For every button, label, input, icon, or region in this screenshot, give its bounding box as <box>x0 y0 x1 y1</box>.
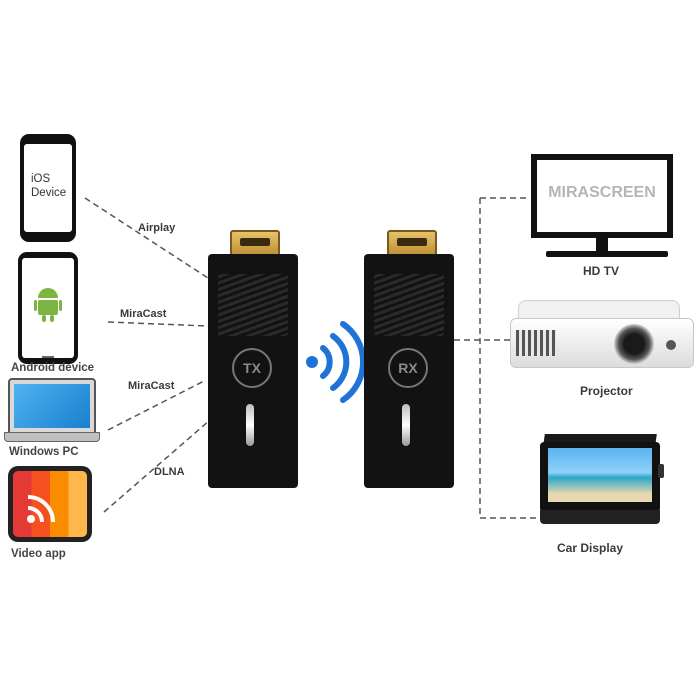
tx-dongle: TX <box>208 254 298 488</box>
miracast-android-link-line <box>107 321 209 327</box>
hd-tv-label: HD TV <box>583 264 619 278</box>
projector-icon <box>510 300 694 368</box>
tx-vent <box>218 274 288 336</box>
car-display-icon <box>540 434 664 528</box>
airplay-label: Airplay <box>138 222 176 234</box>
tv-base <box>546 251 668 257</box>
projector-label: Projector <box>580 384 633 398</box>
miracast-pc-label: MiraCast <box>128 380 175 392</box>
miracast-android-label: MiraCast <box>120 308 167 320</box>
tx-badge: TX <box>232 348 272 388</box>
dlna-label: DLNA <box>154 466 185 478</box>
airplay-link-line <box>84 197 209 279</box>
miracast-pc-link-line <box>107 379 207 431</box>
tv-icon: MIRASCREEN <box>531 154 673 238</box>
dlna-link-line <box>103 419 211 513</box>
cast-app-icon <box>8 466 92 542</box>
ios-device-label: iOS Device <box>31 173 67 199</box>
windows-pc-label: Windows PC <box>9 446 79 458</box>
laptop-base <box>4 432 100 442</box>
rx-dongle: RX <box>364 254 454 488</box>
tx-led <box>246 404 254 446</box>
tv-screen-text: MIRASCREEN <box>548 184 656 201</box>
iphone-icon <box>20 134 76 242</box>
video-app-label: Video app <box>11 548 66 560</box>
rx-vent <box>374 274 444 336</box>
rx-badge: RX <box>388 348 428 388</box>
android-logo-icon <box>34 288 62 322</box>
cast-icon <box>27 495 55 523</box>
rx-led <box>402 404 410 446</box>
android-device-label: Android device <box>11 362 95 374</box>
laptop-icon <box>8 378 96 436</box>
wifi-signal-icon <box>306 321 367 403</box>
car-display-label: Car Display <box>557 541 624 555</box>
tv-stand <box>596 238 608 252</box>
android-phone-icon <box>18 252 78 364</box>
